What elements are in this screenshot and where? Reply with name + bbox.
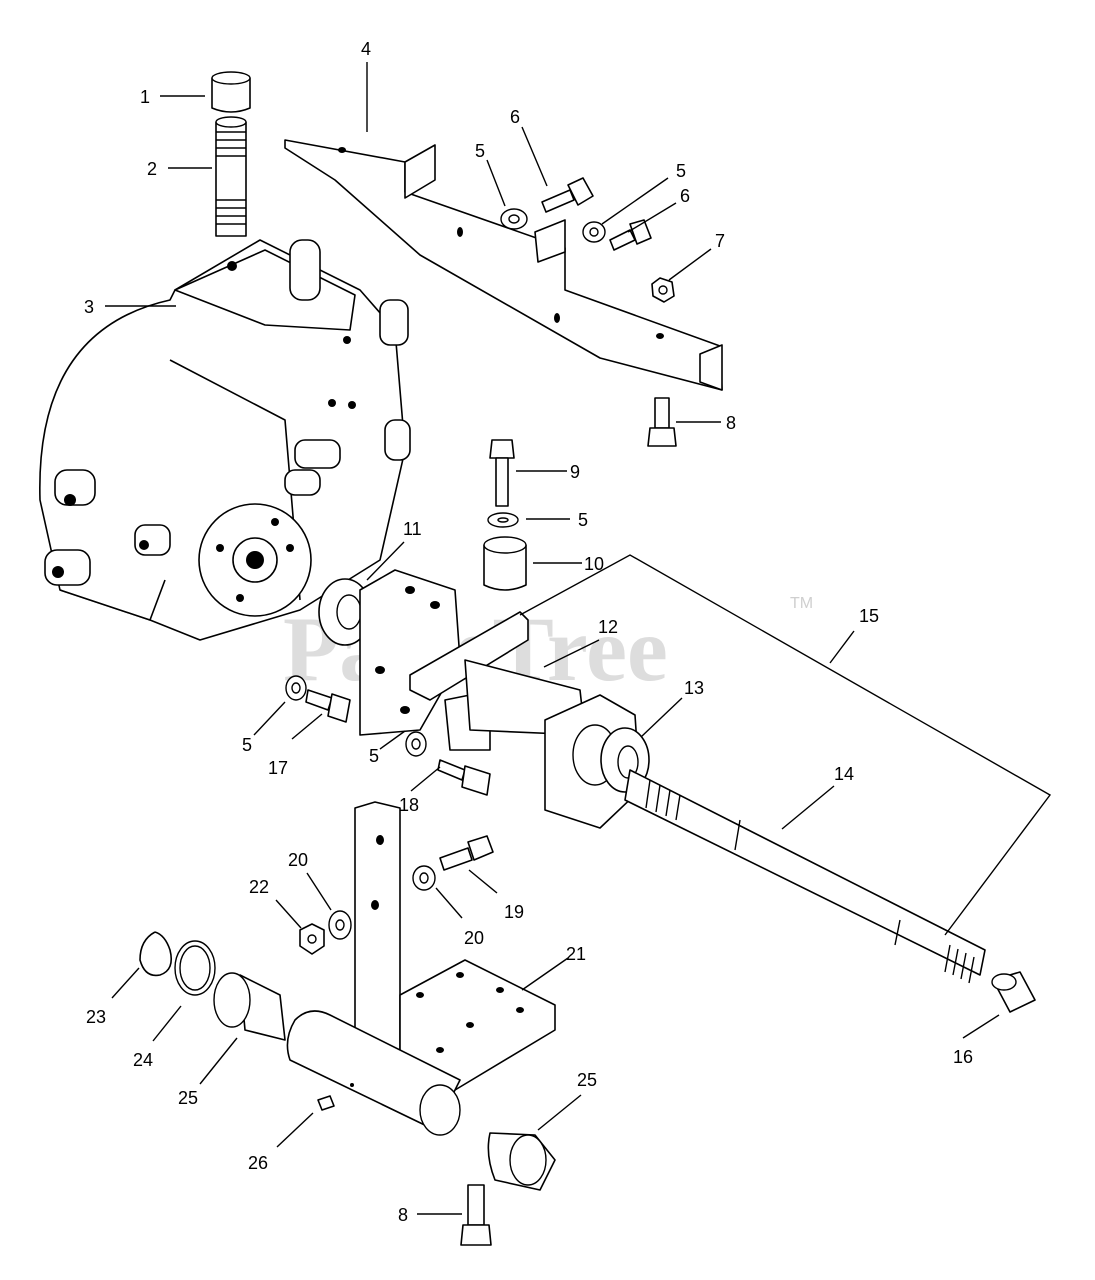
- callout-label: 5: [475, 141, 485, 161]
- part-nut-7[interactable]: [651, 277, 675, 303]
- callout-label: 1: [140, 87, 150, 107]
- part-bolt-6a[interactable]: [541, 177, 594, 213]
- callout-label: 8: [398, 1205, 408, 1225]
- part-bolt-8a[interactable]: [647, 397, 677, 447]
- part-bolt-6b[interactable]: [609, 219, 652, 251]
- group-bracket-15: [519, 554, 1052, 936]
- callout-label: 24: [133, 1050, 153, 1070]
- callout-label: 19: [504, 902, 524, 922]
- callout-label: 26: [248, 1153, 268, 1173]
- part-bolt-19[interactable]: [439, 835, 494, 871]
- callout-label: 18: [399, 795, 419, 815]
- part-washer-5c[interactable]: [487, 512, 519, 528]
- callout-label: 11: [403, 519, 422, 539]
- callout-label: 5: [369, 746, 379, 766]
- callout-label: 14: [834, 764, 854, 784]
- part-ring-24[interactable]: [174, 940, 216, 996]
- part-cap-1[interactable]: [211, 71, 251, 113]
- part-washer-5b[interactable]: [582, 221, 606, 243]
- part-bracket-4[interactable]: [284, 139, 723, 391]
- part-bolt-8b[interactable]: [460, 1184, 492, 1246]
- callout-label: 15: [859, 606, 879, 626]
- callout-label: 6: [680, 186, 690, 206]
- callout-label: 6: [510, 107, 520, 127]
- callout-label: 12: [598, 617, 618, 637]
- part-bushing-25a[interactable]: [213, 972, 286, 1041]
- part-nut-22[interactable]: [299, 923, 325, 955]
- part-bushing-25b[interactable]: [487, 1132, 556, 1191]
- part-washer-20a[interactable]: [412, 865, 436, 891]
- part-washer-5d[interactable]: [285, 675, 307, 701]
- callout-label: 16: [953, 1047, 973, 1067]
- part-cap-16[interactable]: [991, 971, 1036, 1013]
- part-bolt-9[interactable]: [489, 439, 515, 507]
- part-shaft-14[interactable]: [624, 769, 986, 984]
- watermark-trademark: TM: [790, 595, 813, 612]
- callout-label: 7: [715, 231, 725, 251]
- callout-label: 20: [464, 928, 484, 948]
- callout-label: 17: [268, 758, 288, 778]
- callout-label: 25: [178, 1088, 198, 1108]
- part-arm-21[interactable]: [286, 801, 556, 1136]
- part-pipe-nipple-2[interactable]: [215, 116, 247, 237]
- part-washer-20b[interactable]: [328, 910, 352, 940]
- callout-label: 2: [147, 159, 157, 179]
- part-bolt-18[interactable]: [437, 759, 491, 796]
- callout-label: 5: [676, 161, 686, 181]
- callout-label: 3: [84, 297, 94, 317]
- callout-labels: 1 2 3 4 5 6 5 6 7 8 9 5 10 11 12 15 13 5…: [84, 39, 973, 1225]
- part-spacer-10[interactable]: [483, 536, 527, 591]
- part-grease-fitting-26[interactable]: [317, 1095, 335, 1111]
- part-retaining-ring-23[interactable]: [139, 931, 173, 977]
- callout-label: 5: [578, 510, 588, 530]
- callout-label: 9: [570, 462, 580, 482]
- callout-label: 10: [584, 554, 604, 574]
- callout-label: 5: [242, 735, 252, 755]
- part-gearbox-housing-3[interactable]: [39, 239, 411, 641]
- part-bolt-17[interactable]: [305, 689, 351, 723]
- callout-label: 23: [86, 1007, 106, 1027]
- callout-label: 4: [361, 39, 371, 59]
- part-washer-5e[interactable]: [405, 731, 427, 757]
- callout-label: 25: [577, 1070, 597, 1090]
- callout-label: 20: [288, 850, 308, 870]
- part-washer-5a[interactable]: [500, 208, 528, 230]
- callout-label: 13: [684, 678, 704, 698]
- callout-label: 21: [566, 944, 586, 964]
- callout-label: 22: [249, 877, 269, 897]
- leader-lines: [105, 62, 1000, 1215]
- callout-label: 8: [726, 413, 736, 433]
